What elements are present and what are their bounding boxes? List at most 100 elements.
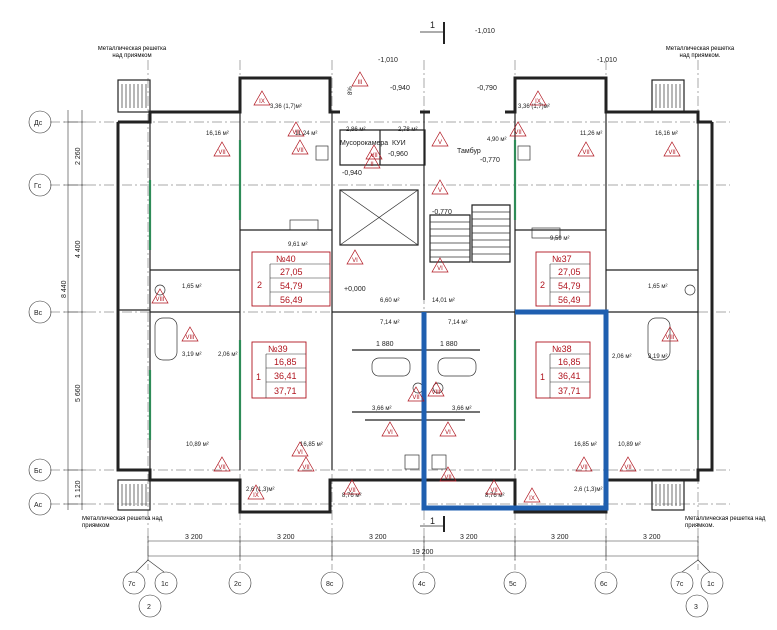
zone-mark-label: VII: [296, 148, 304, 154]
zone-mark-triangle: [151, 288, 169, 304]
zone-mark-triangle: [351, 71, 369, 87]
zone-mark-label: VI: [387, 430, 393, 436]
zone-mark-label: III: [357, 80, 362, 86]
zone-mark-triangle: [619, 456, 637, 472]
zone-mark-label: VI: [297, 450, 303, 456]
section-marks: 1 1: [420, 20, 445, 532]
zone-mark-label: VII: [580, 465, 588, 471]
apartment-value: 16,85: [274, 357, 297, 367]
row-axis-label: Ас: [34, 502, 43, 509]
apartment-value: 27,05: [558, 267, 581, 277]
level-mark: -1,010: [597, 57, 617, 64]
level-mark: -0,940: [342, 170, 362, 177]
area-label: 16,16 м²: [206, 131, 229, 137]
area-label: 8,76 м²: [485, 493, 504, 499]
corridor-dim: 1 880: [440, 341, 458, 348]
area-label: 16,85 м²: [300, 442, 323, 448]
area-label: 14,01 м²: [432, 298, 455, 304]
zone-mark-label: IX: [529, 496, 535, 502]
level-marks: -1,010 -1,010 -0,940 -0,790 -0,960 -0,94…: [342, 28, 617, 293]
zone-mark-label: VII: [302, 465, 310, 471]
zone-mark-label: V: [438, 140, 442, 146]
section-mark-top: 1: [430, 20, 435, 30]
column-axes: 3 200 3 200 3 200 3 200 3 200 3 200 19 2…: [135, 341, 711, 573]
zone-mark-label: VII: [514, 130, 522, 136]
column-dim: 3 200: [460, 534, 478, 541]
row-axis-bubble: [28, 300, 52, 324]
zone-mark-triangle: [439, 421, 457, 437]
zone-mark-triangle: [407, 386, 425, 402]
apartment-box-40: №40 2 27,05 54,79 56,49: [251, 251, 331, 307]
zone-mark-triangle: [663, 141, 681, 157]
area-label: 3,36 (1,7)м²: [270, 104, 302, 110]
apartment-value: 16,85: [558, 357, 581, 367]
zone-mark-triangle: [363, 153, 381, 169]
grille-note: Металлическая решетка над приямком: [82, 516, 163, 529]
column-axis-label: 8с: [326, 581, 334, 588]
area-label: 4,90 м²: [487, 137, 506, 143]
zone-mark-triangle: [575, 456, 593, 472]
row-axes: Дс Гс Вс Бс Ас 2 260 4 400 5 660 1 120 8…: [28, 110, 86, 516]
row-axis-bubble: [28, 173, 52, 197]
row-axis-label: Бс: [34, 468, 43, 475]
zone-mark-triangle: [439, 466, 457, 482]
grille-note: Металлическая решетка над приямком: [97, 46, 167, 59]
level-mark: -0,790: [477, 85, 497, 92]
grille-note: Металлическая решетка над приямком.: [665, 46, 735, 59]
area-label: 16,16 м²: [655, 131, 678, 137]
area-label: 1,65 м²: [182, 284, 201, 290]
apartment-value: 37,71: [274, 386, 297, 396]
level-mark: -1,010: [475, 28, 495, 35]
zone-mark-triangle: [431, 257, 449, 273]
apartment-value: 27,05: [280, 267, 303, 277]
grille-note: Металлическая решетка над приямком.: [685, 516, 766, 529]
area-label: 11,24 м²: [295, 131, 317, 137]
zone-mark-triangle: [381, 421, 399, 437]
column-circle-label: 3: [694, 604, 698, 611]
zone-mark-triangle: [291, 139, 309, 155]
axis-grid: [50, 60, 730, 570]
zone-mark-triangle: [509, 121, 527, 137]
row-axis-label: Вс: [34, 310, 43, 317]
area-label: 3,19 м²: [182, 352, 201, 358]
apartment-value: 37,71: [558, 386, 581, 396]
column-axis-label: 4с: [418, 581, 426, 588]
column-circle-label: 2: [147, 604, 151, 611]
column-dim: 3 200: [369, 534, 387, 541]
area-label: 3,66 м²: [452, 406, 471, 412]
level-mark: -0,960: [388, 151, 408, 158]
area-label: 7,14 м²: [380, 320, 399, 326]
level-mark: -0,940: [390, 85, 410, 92]
zone-mark-label: VIII: [155, 297, 164, 303]
column-axis-label: 7с: [128, 581, 136, 588]
row-axis-bubble: [28, 110, 52, 134]
zone-mark-label: II: [370, 162, 374, 168]
zone-mark-triangle: [343, 479, 361, 495]
area-label: 3,19 м²: [648, 354, 667, 360]
zone-mark-label: V: [438, 188, 442, 194]
apartment-rooms: 1: [256, 372, 261, 382]
row-axis-label: Дс: [34, 120, 43, 127]
zone-mark-label: VII: [218, 465, 226, 471]
zone-mark-label: IX: [535, 99, 541, 105]
zone-mark-label: VIII: [665, 335, 674, 341]
area-label: 3,36 (1,7)м²: [518, 104, 550, 110]
area-labels: 3,36 (1,7)м² 3,36 (1,7)м² 16,16 м² 11,24…: [182, 104, 678, 499]
row-dim: 2 260: [75, 147, 82, 165]
area-label: 2,06 м²: [218, 352, 237, 358]
column-axis-label: 2с: [234, 581, 242, 588]
zone-mark-label: VII: [668, 150, 676, 156]
area-label: 16,85 м²: [574, 442, 597, 448]
zone-mark-label: VI: [445, 430, 451, 436]
area-label: 2,06 м²: [612, 354, 631, 360]
zone-mark-triangle: [291, 441, 309, 457]
apartment-id: №39: [268, 344, 288, 354]
zone-mark-triangle: [365, 144, 383, 160]
zone-mark-label: VI: [352, 258, 358, 264]
zone-mark-label: VII: [490, 488, 498, 494]
balconies: [117, 79, 685, 511]
apartment-id: №40: [276, 254, 296, 264]
zone-mark-triangle: [181, 326, 199, 342]
column-axis-label: 5с: [509, 581, 517, 588]
